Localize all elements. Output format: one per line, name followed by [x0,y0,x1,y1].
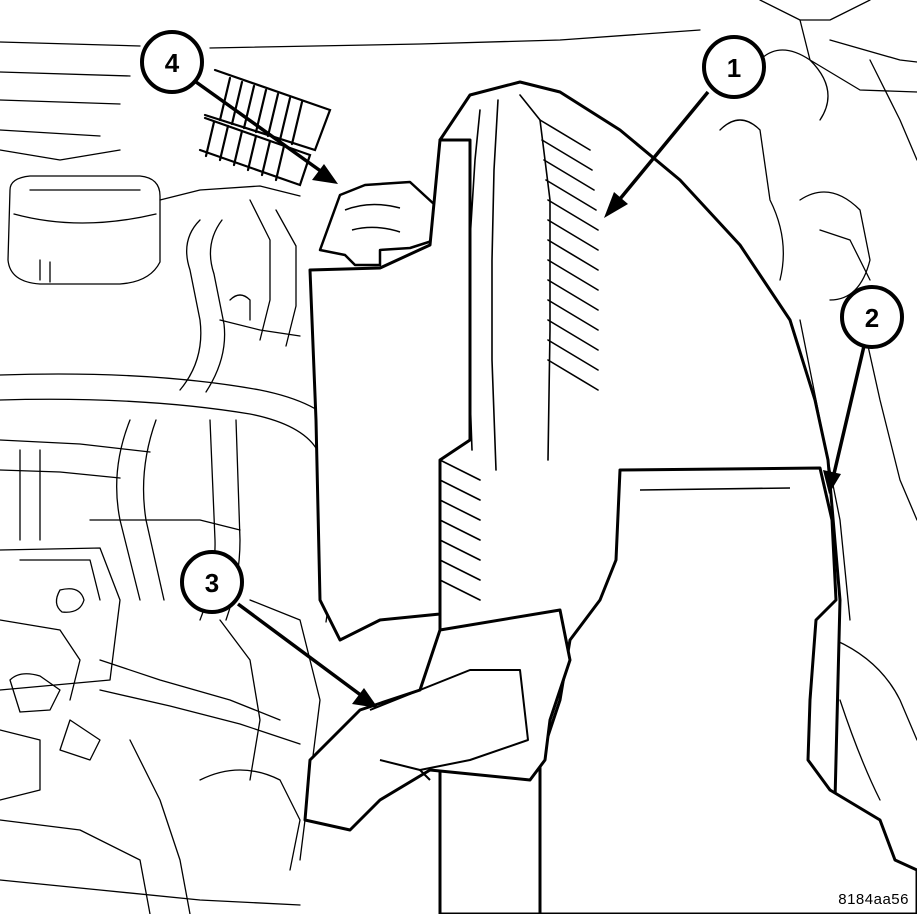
callout-2-leader [831,345,866,479]
callout-2-label: 2 [865,303,879,333]
duct-bracket [303,608,572,832]
ribbed-hose [198,68,332,187]
intake-duct [538,466,917,914]
figure-id: 8184aa56 [838,891,909,908]
housing-left-wall [308,138,472,642]
hose-clamp [318,180,437,267]
callout-4-arrowhead [312,164,338,184]
callout-3-arrowhead [352,688,378,708]
callout-2: 2 [823,285,904,494]
callout-4-label: 4 [165,48,180,78]
callout-1-label: 1 [727,53,741,83]
callout-4: 4 [140,30,338,184]
callout-3-label: 3 [205,568,219,598]
callout-2-arrowhead [823,470,841,494]
callout-1-leader [613,90,710,207]
callout-4-leader [194,80,324,174]
callout-1: 1 [604,35,766,218]
callout-3: 3 [180,550,378,708]
callout-1-arrowhead [604,192,628,218]
callout-3-leader [236,602,364,698]
